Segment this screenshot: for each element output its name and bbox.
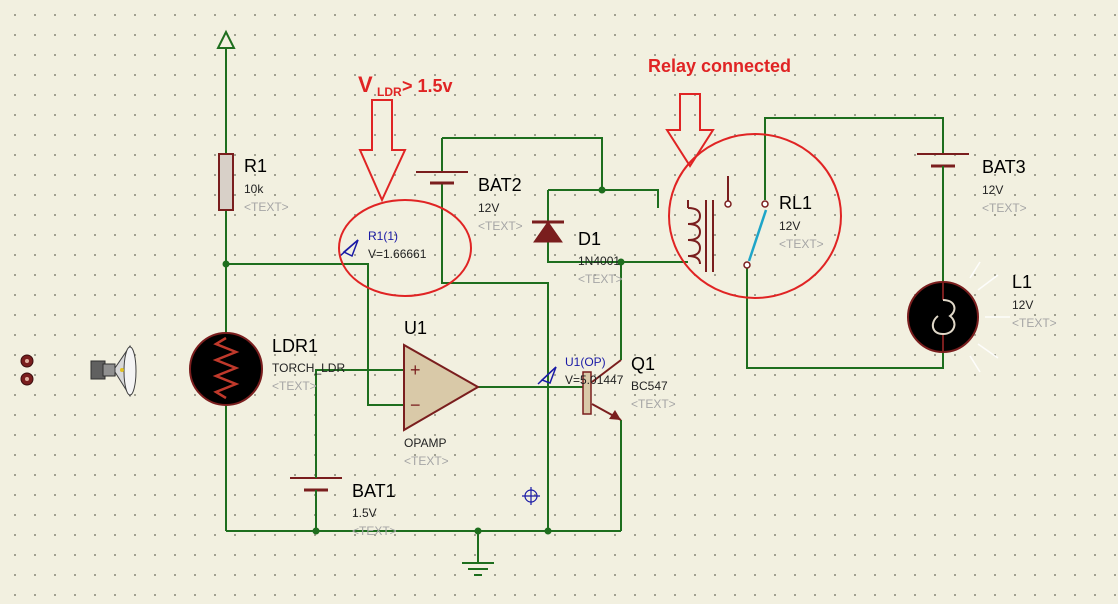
rl1-ref: RL1: [779, 193, 812, 213]
ldr1-value: TORCH_LDR: [272, 361, 345, 375]
wires: [225, 48, 944, 562]
probe-r1[interactable]: R1(1) V=1.66661: [339, 229, 427, 261]
l1-text: <TEXT>: [1012, 316, 1057, 330]
lamp-l1[interactable]: L1 12V <TEXT>: [907, 261, 1057, 373]
q1-text: <TEXT>: [631, 397, 676, 411]
vldr-rest: > 1.5v: [402, 76, 453, 96]
vldr-main: V: [358, 72, 373, 97]
bat2-value: 12V: [478, 201, 499, 215]
opamp-u1[interactable]: + − U1 OPAMP <TEXT>: [403, 318, 481, 468]
bat1-ref: BAT1: [352, 481, 396, 501]
u1-value: OPAMP: [404, 436, 446, 450]
d1-text: <TEXT>: [578, 272, 623, 286]
relay-annotation-text: Relay connected: [648, 56, 791, 76]
crosshair-icon: [522, 487, 540, 505]
battery-bat1[interactable]: BAT1 1.5V <TEXT>: [290, 470, 397, 538]
d1-ref: D1: [578, 229, 601, 249]
probe-arrow-icon: [537, 366, 557, 385]
probe-u1[interactable]: U1(OP) V=5.01447: [537, 355, 624, 387]
bat2-text: <TEXT>: [478, 219, 523, 233]
probe-u1-name: U1(OP): [565, 355, 606, 369]
probe-u1-value: V=5.01447: [565, 373, 624, 387]
opamp-minus: −: [410, 395, 421, 415]
r1-value: 10k: [244, 182, 264, 196]
l1-value: 12V: [1012, 298, 1033, 312]
bat1-text: <TEXT>: [352, 524, 397, 538]
bat3-ref: BAT3: [982, 157, 1026, 177]
r1-ref: R1: [244, 156, 267, 176]
probe-r1-name: R1(1): [368, 229, 398, 243]
junction-dots: [222, 186, 625, 535]
rl1-value: 12V: [779, 219, 800, 233]
battery-bat2[interactable]: BAT2 12V <TEXT>: [416, 171, 523, 233]
annotation-relay: Relay connected: [648, 56, 842, 299]
transistor-q1[interactable]: Q1 BC547 <TEXT>: [582, 354, 676, 421]
bat2-ref: BAT2: [478, 175, 522, 195]
power-terminal-icon[interactable]: [216, 29, 236, 49]
r1-text: <TEXT>: [244, 200, 289, 214]
diode-d1[interactable]: D1 1N4001 <TEXT>: [532, 220, 623, 286]
relay-rl1[interactable]: RL1 12V <TEXT>: [687, 176, 824, 272]
resistor-r1[interactable]: R1 10k <TEXT>: [218, 153, 289, 214]
ldr1-text: <TEXT>: [272, 379, 317, 393]
ldr-ldr1[interactable]: LDR1 TORCH_LDR <TEXT>: [189, 332, 345, 406]
torch-icon[interactable]: [90, 344, 137, 398]
d1-value: 1N4001: [578, 254, 620, 268]
q1-ref: Q1: [631, 354, 655, 374]
battery-bat3[interactable]: BAT3 12V <TEXT>: [917, 153, 1027, 215]
annotation-vldr: V LDR > 1.5v: [338, 72, 472, 297]
bat1-value: 1.5V: [352, 506, 377, 520]
vldr-sub: LDR: [377, 85, 402, 99]
ground-icon: [462, 562, 494, 576]
probe-arrow-icon: [339, 239, 359, 258]
probe-r1-value: V=1.66661: [368, 247, 427, 261]
rl1-text: <TEXT>: [779, 237, 824, 251]
u1-text: <TEXT>: [404, 454, 449, 468]
sim-terminal-pins[interactable]: [20, 354, 34, 386]
u1-ref: U1: [404, 318, 427, 338]
l1-ref: L1: [1012, 272, 1032, 292]
ldr1-ref: LDR1: [272, 336, 318, 356]
bat3-value: 12V: [982, 183, 1003, 197]
q1-value: BC547: [631, 379, 668, 393]
bat3-text: <TEXT>: [982, 201, 1027, 215]
opamp-plus: +: [410, 360, 421, 380]
